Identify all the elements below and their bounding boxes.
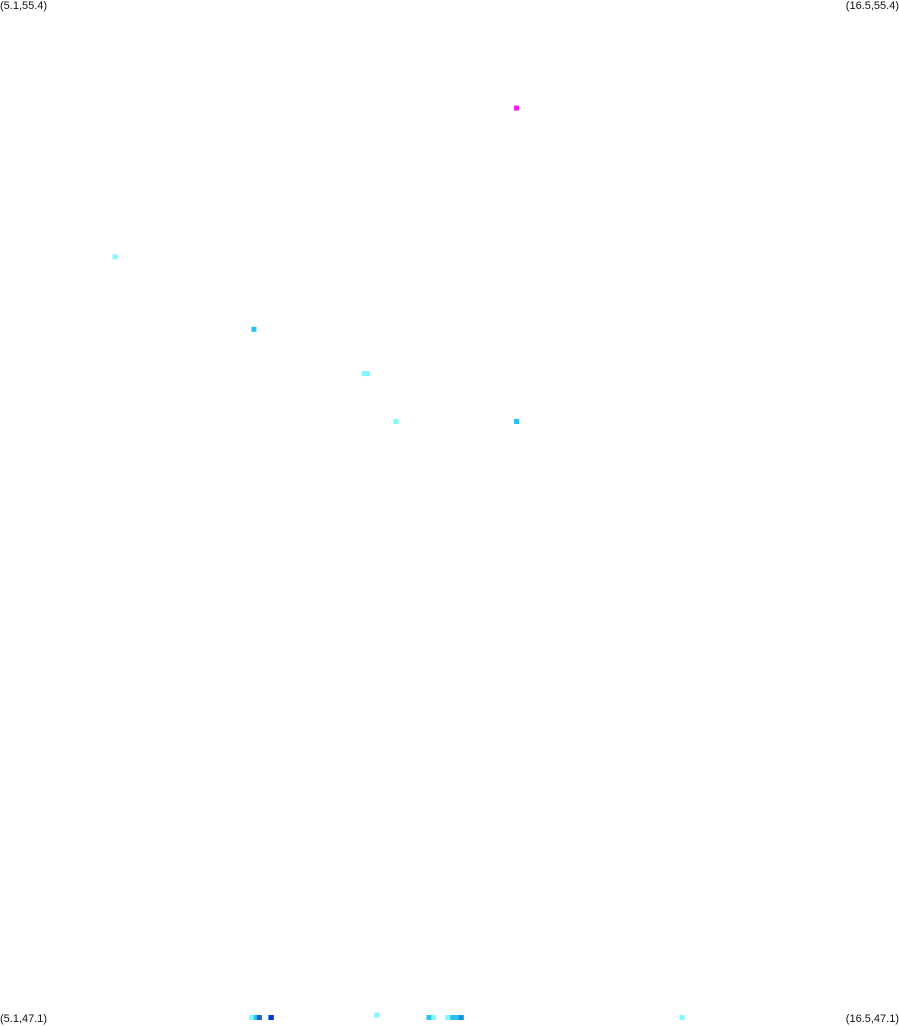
- echo-group: [112, 105, 685, 1020]
- radar-echo-medium: [251, 326, 257, 332]
- radar-echo-light: [445, 1015, 451, 1020]
- radar-echo-medium: [450, 1015, 456, 1020]
- radar-echo-light: [393, 419, 399, 424]
- radar-echo-light: [374, 1012, 380, 1018]
- radar-echo-light: [679, 1015, 685, 1020]
- corner-label-top-left: (5.1,55.4): [0, 0, 48, 12]
- radar-echo-light: [431, 1015, 437, 1020]
- corner-label-top-right: (16.5,55.4): [845, 0, 899, 12]
- radar-echo-heavy: [256, 1015, 262, 1020]
- radar-echo-medium: [426, 1015, 432, 1020]
- radar-echo-medium: [454, 1015, 460, 1020]
- radar-echo-light: [249, 1015, 255, 1020]
- radar-echo-medium: [253, 1015, 259, 1020]
- radar-echo-strong: [458, 1015, 464, 1020]
- radar-echo-very_heavy: [268, 1015, 274, 1020]
- radar-echo-light: [365, 371, 370, 377]
- radar-echo-medium: [514, 419, 519, 424]
- radar-echo-extreme: [514, 105, 519, 111]
- radar-echo-light: [112, 254, 118, 260]
- radar-echo-light: [361, 371, 367, 377]
